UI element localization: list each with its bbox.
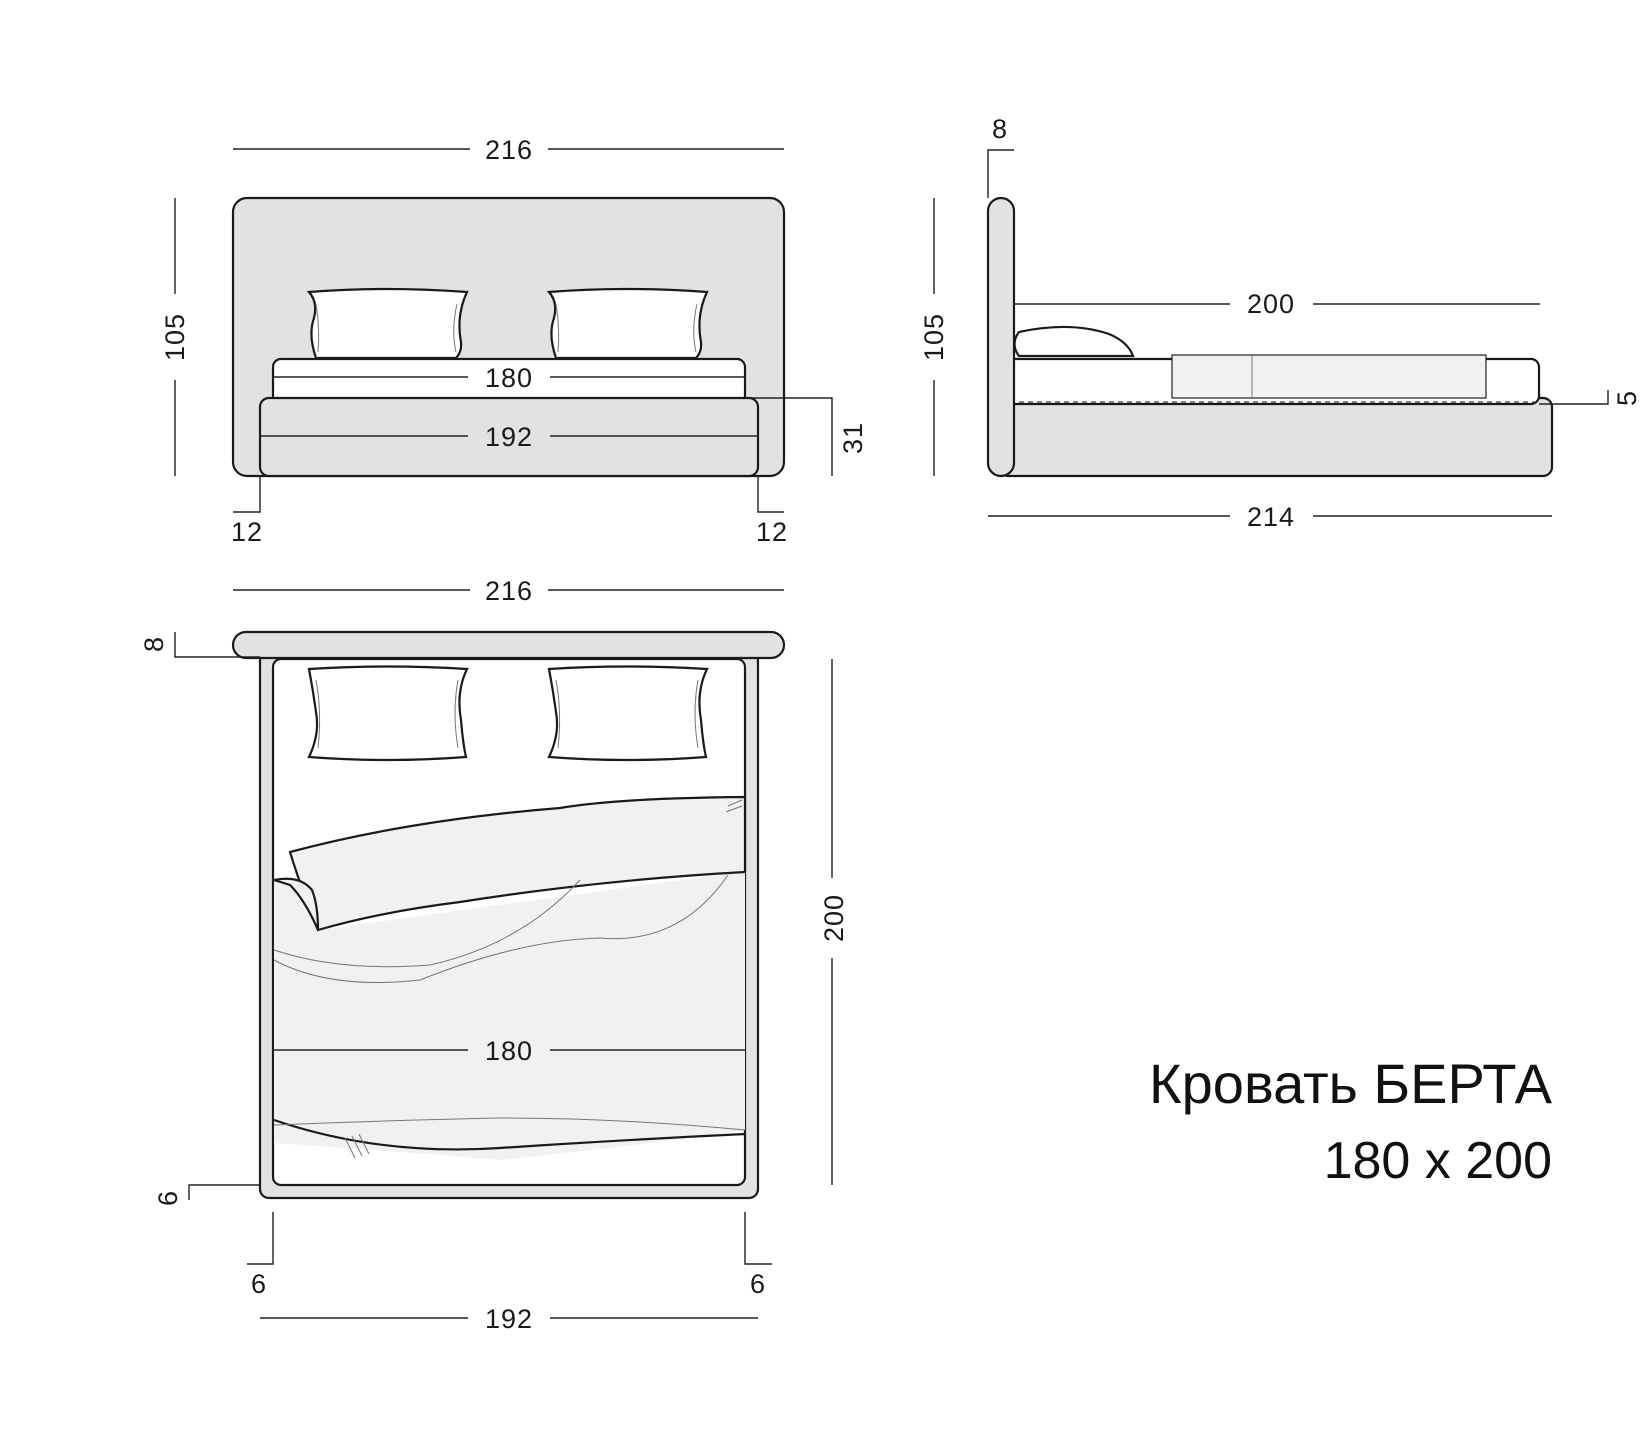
- front-base-height-label: 31: [838, 422, 868, 454]
- side-height-label: 105: [919, 313, 949, 361]
- side-headboard: [986, 196, 1016, 478]
- side-view: 8 105 200 5 214: [919, 114, 1642, 532]
- side-rise-label: 5: [1612, 390, 1642, 406]
- side-total-length-label: 214: [1247, 502, 1295, 532]
- front-mattress-width-label: 180: [485, 363, 533, 393]
- top-pillow-right: [547, 665, 709, 762]
- top-right-offset-label: 6: [750, 1269, 766, 1299]
- front-base: [258, 396, 760, 478]
- front-height-label: 105: [160, 313, 190, 361]
- front-pillow-left: [306, 287, 469, 360]
- side-blanket: [1171, 354, 1487, 399]
- side-base: [997, 396, 1554, 478]
- side-length-label: 200: [1247, 289, 1295, 319]
- front-base-width-label: 192: [485, 422, 533, 452]
- product-size: 180 x 200: [1324, 1132, 1552, 1190]
- top-pillow-left: [307, 665, 469, 762]
- top-width-label: 216: [485, 576, 533, 606]
- top-mattress-width-label: 180: [485, 1036, 533, 1066]
- front-right-offset-label: 12: [756, 517, 788, 547]
- top-headboard-thickness-label: 8: [139, 636, 169, 652]
- front-left-offset-label: 12: [231, 517, 263, 547]
- front-width-label: 216: [485, 135, 533, 165]
- front-view: 216 105 180 192 31 12 12: [160, 135, 868, 547]
- side-pillow: [1013, 325, 1135, 358]
- top-length-label: 200: [819, 894, 849, 942]
- top-left-offset-label: 6: [251, 1269, 267, 1299]
- top-blanket-fold: [288, 795, 747, 932]
- top-base-width-label: 192: [485, 1304, 533, 1334]
- top-headboard: [231, 630, 786, 660]
- product-title: Кровать БЕРТА: [1149, 1052, 1553, 1115]
- top-frame-bottom-label: 6: [153, 1190, 183, 1206]
- side-headboard-thickness-label: 8: [992, 114, 1008, 144]
- top-view: 216 8 200 180 6 6 6 192: [139, 576, 849, 1334]
- top-blanket: [274, 872, 745, 1160]
- front-pillow-right: [546, 287, 709, 360]
